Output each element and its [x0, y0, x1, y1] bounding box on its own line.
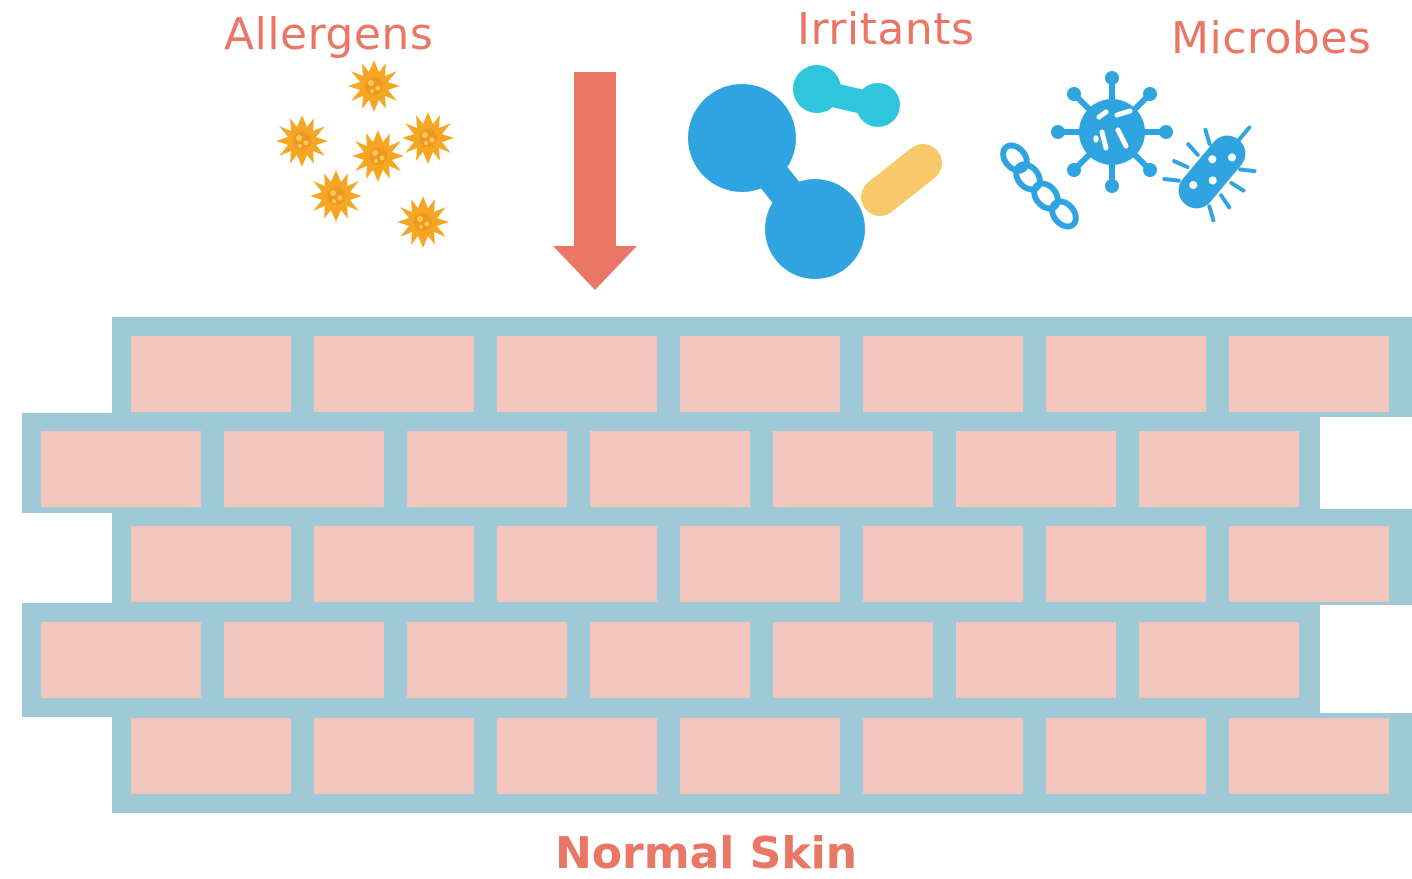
irritant-blob-icon: [688, 65, 923, 279]
pollen-icon: [276, 60, 454, 248]
virus-bacteria-icon: [998, 71, 1277, 231]
brick-wall-icon: [22, 317, 1412, 813]
normal-skin-caption: Normal Skin: [0, 832, 1412, 876]
down-arrow-icon: [553, 72, 637, 290]
